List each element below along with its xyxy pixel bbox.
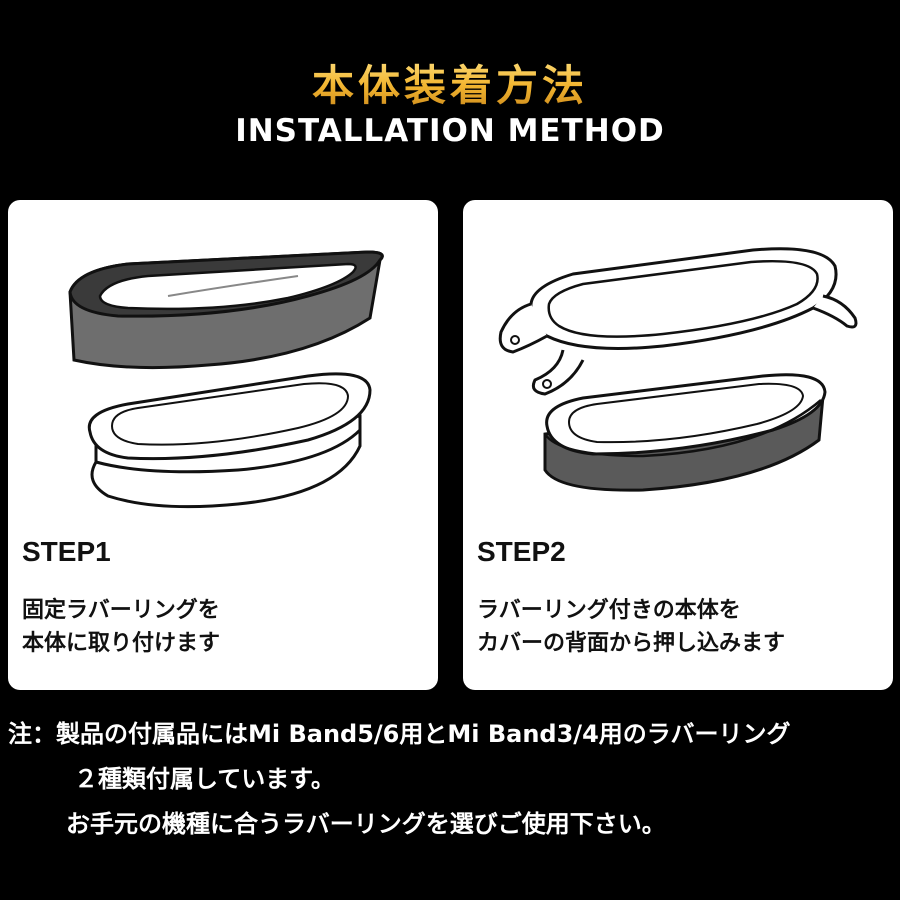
step1-description-line1: 固定ラバーリングを xyxy=(22,598,220,623)
step2-label: STEP2 xyxy=(477,536,566,567)
step1-description-line2: 本体に取り付けます xyxy=(22,631,221,656)
step1-card: STEP1 固定ラバーリングを 本体に取り付けます xyxy=(8,200,438,690)
title-japanese: 本体装着方法 xyxy=(0,52,900,113)
note-block: 注：製品の付属品にはMi Band5/6用とMi Band3/4用のラバーリング… xyxy=(8,712,898,847)
step2-description-line2: カバーの背面から押し込みます xyxy=(477,631,786,656)
title-english: INSTALLATION METHOD xyxy=(235,113,665,149)
step2-description-line1: ラバーリング付きの本体を xyxy=(477,598,741,623)
note-line3: お手元の機種に合うラバーリングを選びご使用下さい。 xyxy=(66,810,666,838)
tracker-with-ring-icon xyxy=(543,373,827,492)
step1-description: 固定ラバーリングを 本体に取り付けます xyxy=(22,594,220,660)
cover-frame-icon xyxy=(498,247,858,396)
step2-card: STEP2 ラバーリング付きの本体を カバーの背面から押し込みます xyxy=(463,200,893,690)
step1-label: STEP1 xyxy=(22,536,111,567)
cover-and-tracker-illustration xyxy=(498,247,858,492)
rubber-ring-and-tracker-illustration xyxy=(68,250,384,509)
note-line1: 注：製品の付属品にはMi Band5/6用とMi Band3/4用のラバーリング xyxy=(8,720,791,748)
step2-description: ラバーリング付きの本体を カバーの背面から押し込みます xyxy=(477,594,785,660)
rubber-ring-icon xyxy=(68,250,384,370)
tracker-body-icon xyxy=(87,372,372,509)
note-line2: ２種類付属しています。 xyxy=(74,765,335,793)
